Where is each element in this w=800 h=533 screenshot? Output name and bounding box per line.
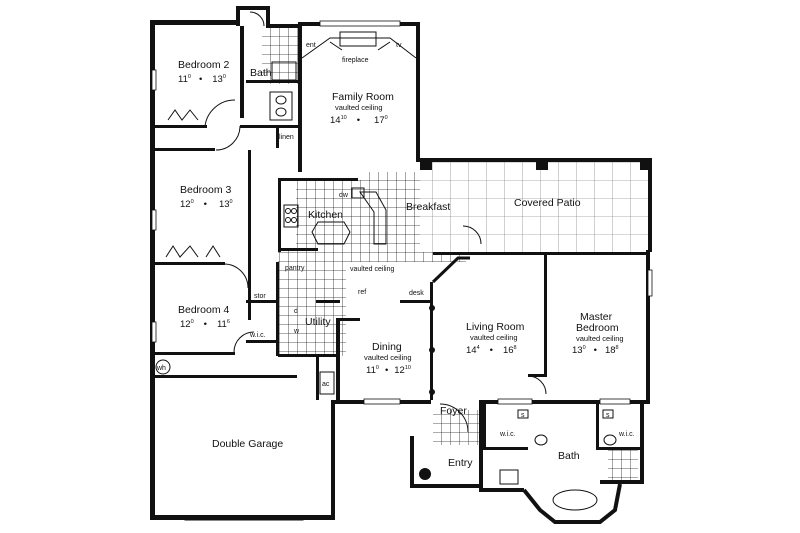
wic-left-label: w.i.c.: [499, 431, 516, 438]
water-heater-label: wh: [156, 365, 166, 372]
room-labels: Bedroom 2 110•130 Bath Family Room vault…: [178, 59, 624, 469]
fixture-labels: ent tv fireplace linen dw pantry vaulted…: [156, 42, 635, 438]
dining-dims: 110•1210: [366, 365, 411, 376]
living-room-dims: 144•168: [466, 345, 517, 356]
bedroom3-dims: 120•130: [180, 199, 233, 210]
dining-note: vaulted ceiling: [364, 353, 412, 362]
pantry-label: pantry: [285, 265, 305, 272]
shelf-left-label: s: [521, 412, 525, 419]
master-bedroom-note: vaulted ceiling: [576, 334, 624, 343]
bedroom4-name: Bedroom 4: [178, 304, 230, 316]
bedroom3-name: Bedroom 3: [180, 184, 232, 196]
patio-name: Covered Patio: [514, 197, 581, 209]
living-room-name: Living Room: [466, 321, 525, 333]
garage-name: Double Garage: [212, 438, 283, 450]
master-bath-name: Bath: [558, 450, 580, 462]
fireplace-label: fireplace: [342, 57, 369, 64]
tv-label: tv: [396, 42, 402, 49]
utility-name: Utility: [305, 316, 331, 328]
breakfast-name: Breakfast: [406, 201, 450, 213]
linen-label: linen: [279, 134, 294, 141]
stor-label: stor: [254, 293, 266, 300]
bedroom2-name: Bedroom 2: [178, 59, 230, 71]
interior-walls: [155, 26, 648, 450]
living-room-note: vaulted ceiling: [470, 333, 518, 342]
shelf-right-label: s: [606, 412, 610, 419]
wic-right-label: w.i.c.: [618, 431, 635, 438]
fixtures: [151, 11, 653, 521]
ac-label: ac: [322, 381, 330, 388]
ent-label: ent: [306, 42, 316, 49]
family-room-name: Family Room: [332, 91, 394, 103]
master-bedroom-name2: Bedroom: [576, 322, 619, 334]
covered-patio-area: [420, 158, 652, 252]
dryer-label: d: [294, 308, 298, 315]
master-bedroom-dims: 130•188: [572, 345, 619, 356]
family-room-dims: 1410•170: [330, 115, 388, 126]
foyer-name: Foyer: [440, 405, 467, 417]
kitchen-name: Kitchen: [308, 209, 343, 221]
bath2-name: Bath: [250, 67, 272, 79]
family-room-note: vaulted ceiling: [335, 103, 383, 112]
master-bedroom-name: Master: [580, 311, 613, 323]
entry-name: Entry: [448, 457, 473, 469]
ref-label: ref: [358, 289, 366, 296]
desk-label: desk: [409, 290, 424, 297]
dining-name: Dining: [372, 341, 402, 353]
wic4-label: w.i.c.: [249, 332, 266, 339]
bedroom4-dims: 120•116: [180, 319, 230, 330]
kitchen-vault-label: vaulted ceiling: [350, 266, 394, 273]
bedroom2-dims: 110•130: [178, 74, 226, 85]
washer-label: w: [293, 328, 300, 335]
dw-label: dw: [339, 192, 349, 199]
